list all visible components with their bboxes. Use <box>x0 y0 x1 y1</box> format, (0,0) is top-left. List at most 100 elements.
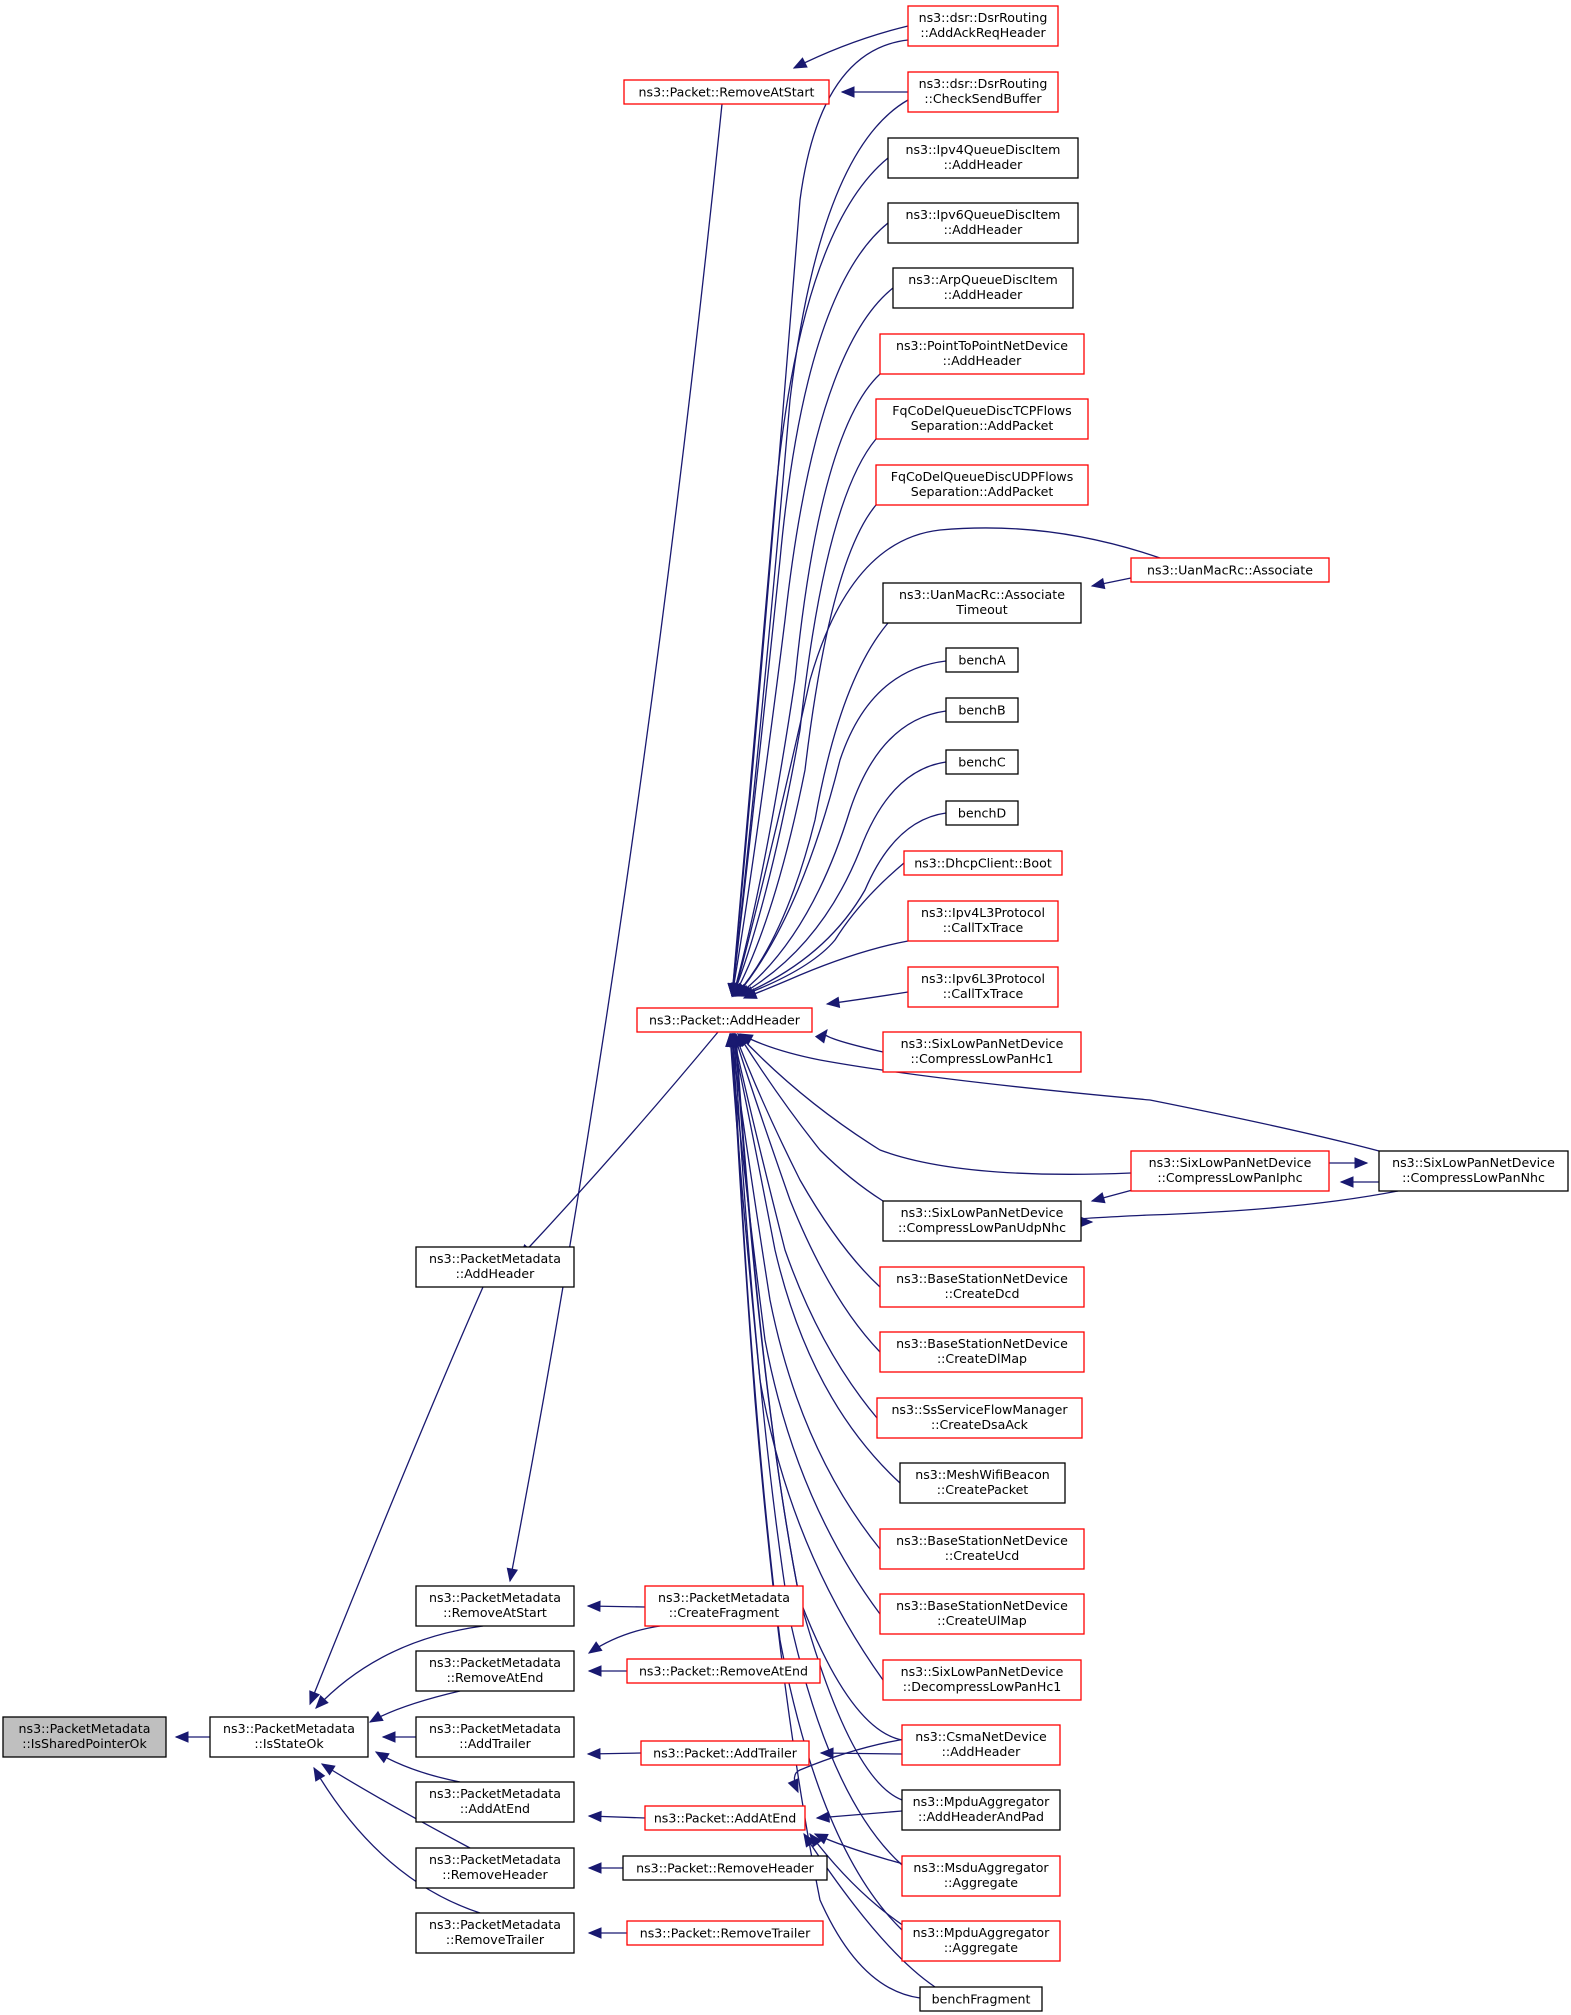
node-box[interactable] <box>415 1912 575 1954</box>
node-box[interactable] <box>1130 1150 1330 1192</box>
graph-node-n21[interactable]: ns3::ArpQueueDiscItem::AddHeader <box>892 267 1074 309</box>
node-box[interactable] <box>907 5 1059 47</box>
node-box[interactable] <box>876 1397 1083 1439</box>
node-box[interactable] <box>636 1007 813 1033</box>
node-box[interactable] <box>901 1789 1061 1831</box>
graph-node-n41[interactable]: ns3::MeshWifiBeacon::CreatePacket <box>899 1462 1066 1504</box>
graph-node-n33[interactable]: ns3::Ipv6L3Protocol::CallTxTrace <box>907 966 1059 1008</box>
graph-node-n35[interactable]: ns3::SixLowPanNetDevice::CompressLowPanI… <box>1130 1150 1330 1192</box>
node-box[interactable] <box>626 1920 824 1946</box>
node-box[interactable] <box>626 1658 821 1684</box>
node-box[interactable] <box>887 202 1079 244</box>
graph-node-n19[interactable]: ns3::Ipv4QueueDiscItem::AddHeader <box>887 137 1079 179</box>
node-box[interactable] <box>415 1847 575 1889</box>
graph-node-n10[interactable]: ns3::Packet::AddHeader <box>636 1007 813 1033</box>
node-box[interactable] <box>879 1266 1085 1308</box>
node-box[interactable] <box>907 900 1059 942</box>
node-box[interactable] <box>622 1855 828 1881</box>
node-box[interactable] <box>623 79 830 105</box>
graph-node-n32[interactable]: ns3::Ipv4L3Protocol::CallTxTrace <box>907 900 1059 942</box>
graph-node-n47[interactable]: ns3::MsduAggregator::Aggregate <box>901 1855 1061 1897</box>
graph-node-n12[interactable]: ns3::Packet::RemoveAtEnd <box>626 1658 821 1684</box>
graph-node-n37[interactable]: ns3::SixLowPanNetDevice::CompressLowPanU… <box>882 1200 1082 1242</box>
graph-node-n5[interactable]: ns3::PacketMetadata::AddTrailer <box>415 1716 575 1758</box>
node-box[interactable] <box>945 647 1019 673</box>
graph-node-n46[interactable]: ns3::MpduAggregator::AddHeaderAndPad <box>901 1789 1061 1831</box>
node-box[interactable] <box>887 137 1079 179</box>
graph-node-n29[interactable]: benchC <box>945 749 1019 775</box>
node-box[interactable] <box>415 1650 575 1692</box>
node-box[interactable] <box>879 1331 1085 1373</box>
graph-node-n24[interactable]: FqCoDelQueueDiscUDPFlowsSeparation::AddP… <box>875 464 1089 506</box>
node-box[interactable] <box>901 1724 1061 1766</box>
node-box[interactable] <box>945 697 1019 723</box>
graph-node-n13[interactable]: ns3::Packet::AddTrailer <box>640 1740 810 1766</box>
graph-node-n3[interactable]: ns3::PacketMetadata::RemoveAtStart <box>415 1585 575 1627</box>
node-box[interactable] <box>919 1986 1043 2012</box>
graph-node-n22[interactable]: ns3::PointToPointNetDevice::AddHeader <box>879 333 1085 375</box>
graph-node-n23[interactable]: FqCoDelQueueDiscTCPFlowsSeparation::AddP… <box>875 398 1089 440</box>
graph-node-n44[interactable]: ns3::SixLowPanNetDevice::DecompressLowPa… <box>882 1659 1082 1701</box>
node-box[interactable] <box>945 800 1019 826</box>
graph-node-n7[interactable]: ns3::PacketMetadata::RemoveHeader <box>415 1847 575 1889</box>
graph-node-n36[interactable]: ns3::SixLowPanNetDevice::CompressLowPanN… <box>1378 1150 1569 1192</box>
graph-node-n8[interactable]: ns3::PacketMetadata::RemoveTrailer <box>415 1912 575 1954</box>
node-box[interactable] <box>899 1462 1066 1504</box>
graph-node-n25[interactable]: ns3::UanMacRc::Associate <box>1130 557 1330 583</box>
node-box[interactable] <box>209 1716 369 1758</box>
graph-node-n28[interactable]: benchB <box>945 697 1019 723</box>
graph-node-n1[interactable]: ns3::PacketMetadata::IsStateOk <box>209 1716 369 1758</box>
node-box[interactable] <box>901 1855 1061 1897</box>
graph-node-n17[interactable]: ns3::dsr::DsrRouting::AddAckReqHeader <box>907 5 1059 47</box>
graph-node-n42[interactable]: ns3::BaseStationNetDevice::CreateUcd <box>879 1528 1085 1570</box>
graph-node-n0[interactable]: ns3::PacketMetadata::IsSharedPointerOk <box>2 1716 167 1758</box>
graph-node-n39[interactable]: ns3::BaseStationNetDevice::CreateDlMap <box>879 1331 1085 1373</box>
graph-node-n49[interactable]: benchFragment <box>919 1986 1043 2012</box>
node-box[interactable] <box>882 582 1082 624</box>
node-box[interactable] <box>415 1781 575 1823</box>
node-box[interactable] <box>945 749 1019 775</box>
graph-node-n27[interactable]: benchA <box>945 647 1019 673</box>
graph-node-n30[interactable]: benchD <box>945 800 1019 826</box>
graph-node-n38[interactable]: ns3::BaseStationNetDevice::CreateDcd <box>879 1266 1085 1308</box>
node-box[interactable] <box>879 1528 1085 1570</box>
node-box[interactable] <box>640 1740 810 1766</box>
graph-node-n40[interactable]: ns3::SsServiceFlowManager::CreateDsaAck <box>876 1397 1083 1439</box>
graph-node-n14[interactable]: ns3::Packet::AddAtEnd <box>644 1805 806 1831</box>
graph-node-n16[interactable]: ns3::Packet::RemoveTrailer <box>626 1920 824 1946</box>
node-box[interactable] <box>892 267 1074 309</box>
node-box[interactable] <box>1378 1150 1569 1192</box>
node-box[interactable] <box>882 1659 1082 1701</box>
node-box[interactable] <box>2 1716 167 1758</box>
graph-node-n18[interactable]: ns3::dsr::DsrRouting::CheckSendBuffer <box>907 71 1059 113</box>
node-box[interactable] <box>415 1585 575 1627</box>
graph-node-n43[interactable]: ns3::BaseStationNetDevice::CreateUlMap <box>879 1593 1085 1635</box>
graph-node-n6[interactable]: ns3::PacketMetadata::AddAtEnd <box>415 1781 575 1823</box>
node-box[interactable] <box>415 1246 575 1288</box>
node-box[interactable] <box>644 1805 806 1831</box>
node-box[interactable] <box>1130 557 1330 583</box>
graph-node-n15[interactable]: ns3::Packet::RemoveHeader <box>622 1855 828 1881</box>
node-box[interactable] <box>875 398 1089 440</box>
graph-node-n11[interactable]: ns3::PacketMetadata::CreateFragment <box>644 1585 804 1627</box>
node-box[interactable] <box>907 966 1059 1008</box>
node-box[interactable] <box>879 1593 1085 1635</box>
graph-node-n45[interactable]: ns3::CsmaNetDevice::AddHeader <box>901 1724 1061 1766</box>
graph-node-n2[interactable]: ns3::PacketMetadata::AddHeader <box>415 1246 575 1288</box>
node-box[interactable] <box>879 333 1085 375</box>
node-box[interactable] <box>882 1200 1082 1242</box>
graph-node-n34[interactable]: ns3::SixLowPanNetDevice::CompressLowPanH… <box>882 1031 1082 1073</box>
node-box[interactable] <box>875 464 1089 506</box>
graph-node-n4[interactable]: ns3::PacketMetadata::RemoveAtEnd <box>415 1650 575 1692</box>
node-box[interactable] <box>907 71 1059 113</box>
graph-node-n31[interactable]: ns3::DhcpClient::Boot <box>903 850 1063 876</box>
node-box[interactable] <box>903 850 1063 876</box>
graph-node-n20[interactable]: ns3::Ipv6QueueDiscItem::AddHeader <box>887 202 1079 244</box>
node-box[interactable] <box>882 1031 1082 1073</box>
node-box[interactable] <box>415 1716 575 1758</box>
node-box[interactable] <box>901 1920 1061 1962</box>
graph-node-n48[interactable]: ns3::MpduAggregator::Aggregate <box>901 1920 1061 1962</box>
graph-node-n9[interactable]: ns3::Packet::RemoveAtStart <box>623 79 830 105</box>
node-box[interactable] <box>644 1585 804 1627</box>
